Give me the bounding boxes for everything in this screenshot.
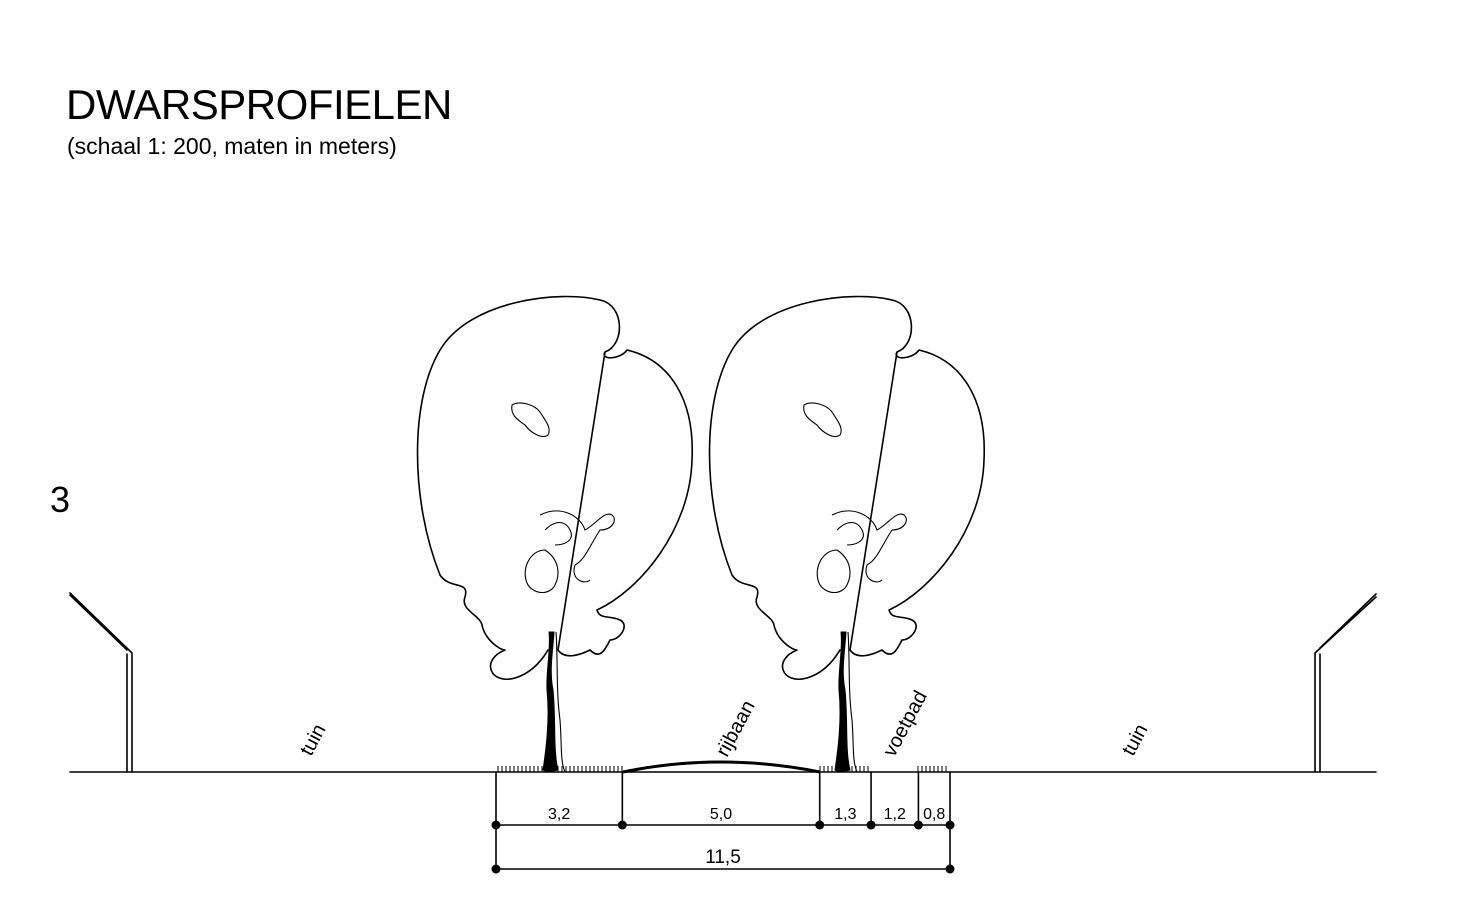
tree-left	[416, 295, 693, 773]
tree-trunk	[542, 631, 559, 773]
grass-strip-left	[497, 766, 623, 772]
tree-trunk	[834, 631, 851, 773]
dimension-label: 1,3	[834, 806, 856, 823]
branch-detail	[803, 402, 907, 594]
dimension-tick	[913, 820, 923, 830]
tree-right	[708, 295, 985, 773]
dimension-label: 0,8	[923, 806, 945, 823]
branch-detail	[511, 402, 615, 594]
dimension-label: 5,0	[710, 806, 732, 823]
dimension-chain: 3,2 5,0 1,3 1,2 0,8	[491, 771, 955, 830]
label-right-garden: tuin	[1118, 721, 1153, 760]
dimension-total: 11,5	[491, 824, 955, 874]
dimension-total-label: 11,5	[705, 847, 741, 868]
roadway-surface	[622, 760, 821, 774]
dimension-tick	[491, 864, 501, 874]
dimension-tick	[815, 820, 825, 830]
right-fence	[1314, 593, 1377, 773]
left-fence	[69, 592, 133, 773]
page-subtitle: (schaal 1: 200, maten in meters)	[67, 133, 397, 159]
dimension-label: 3,2	[548, 806, 570, 823]
dimension-label: 1,2	[884, 806, 906, 823]
tree-crown	[708, 295, 985, 681]
dimension-tick	[617, 820, 627, 830]
dimension-tick	[866, 820, 876, 830]
profile-number: 3	[50, 479, 71, 520]
label-left-garden: tuin	[296, 721, 331, 760]
tree-crown	[416, 295, 693, 681]
page-title: DWARSPROFIELEN	[66, 81, 452, 128]
dimension-tick	[945, 864, 955, 874]
label-sidewalk: voetpad	[879, 687, 932, 760]
grass-strip-sidewalk	[917, 766, 947, 772]
label-roadway: rijbaan	[712, 697, 760, 760]
